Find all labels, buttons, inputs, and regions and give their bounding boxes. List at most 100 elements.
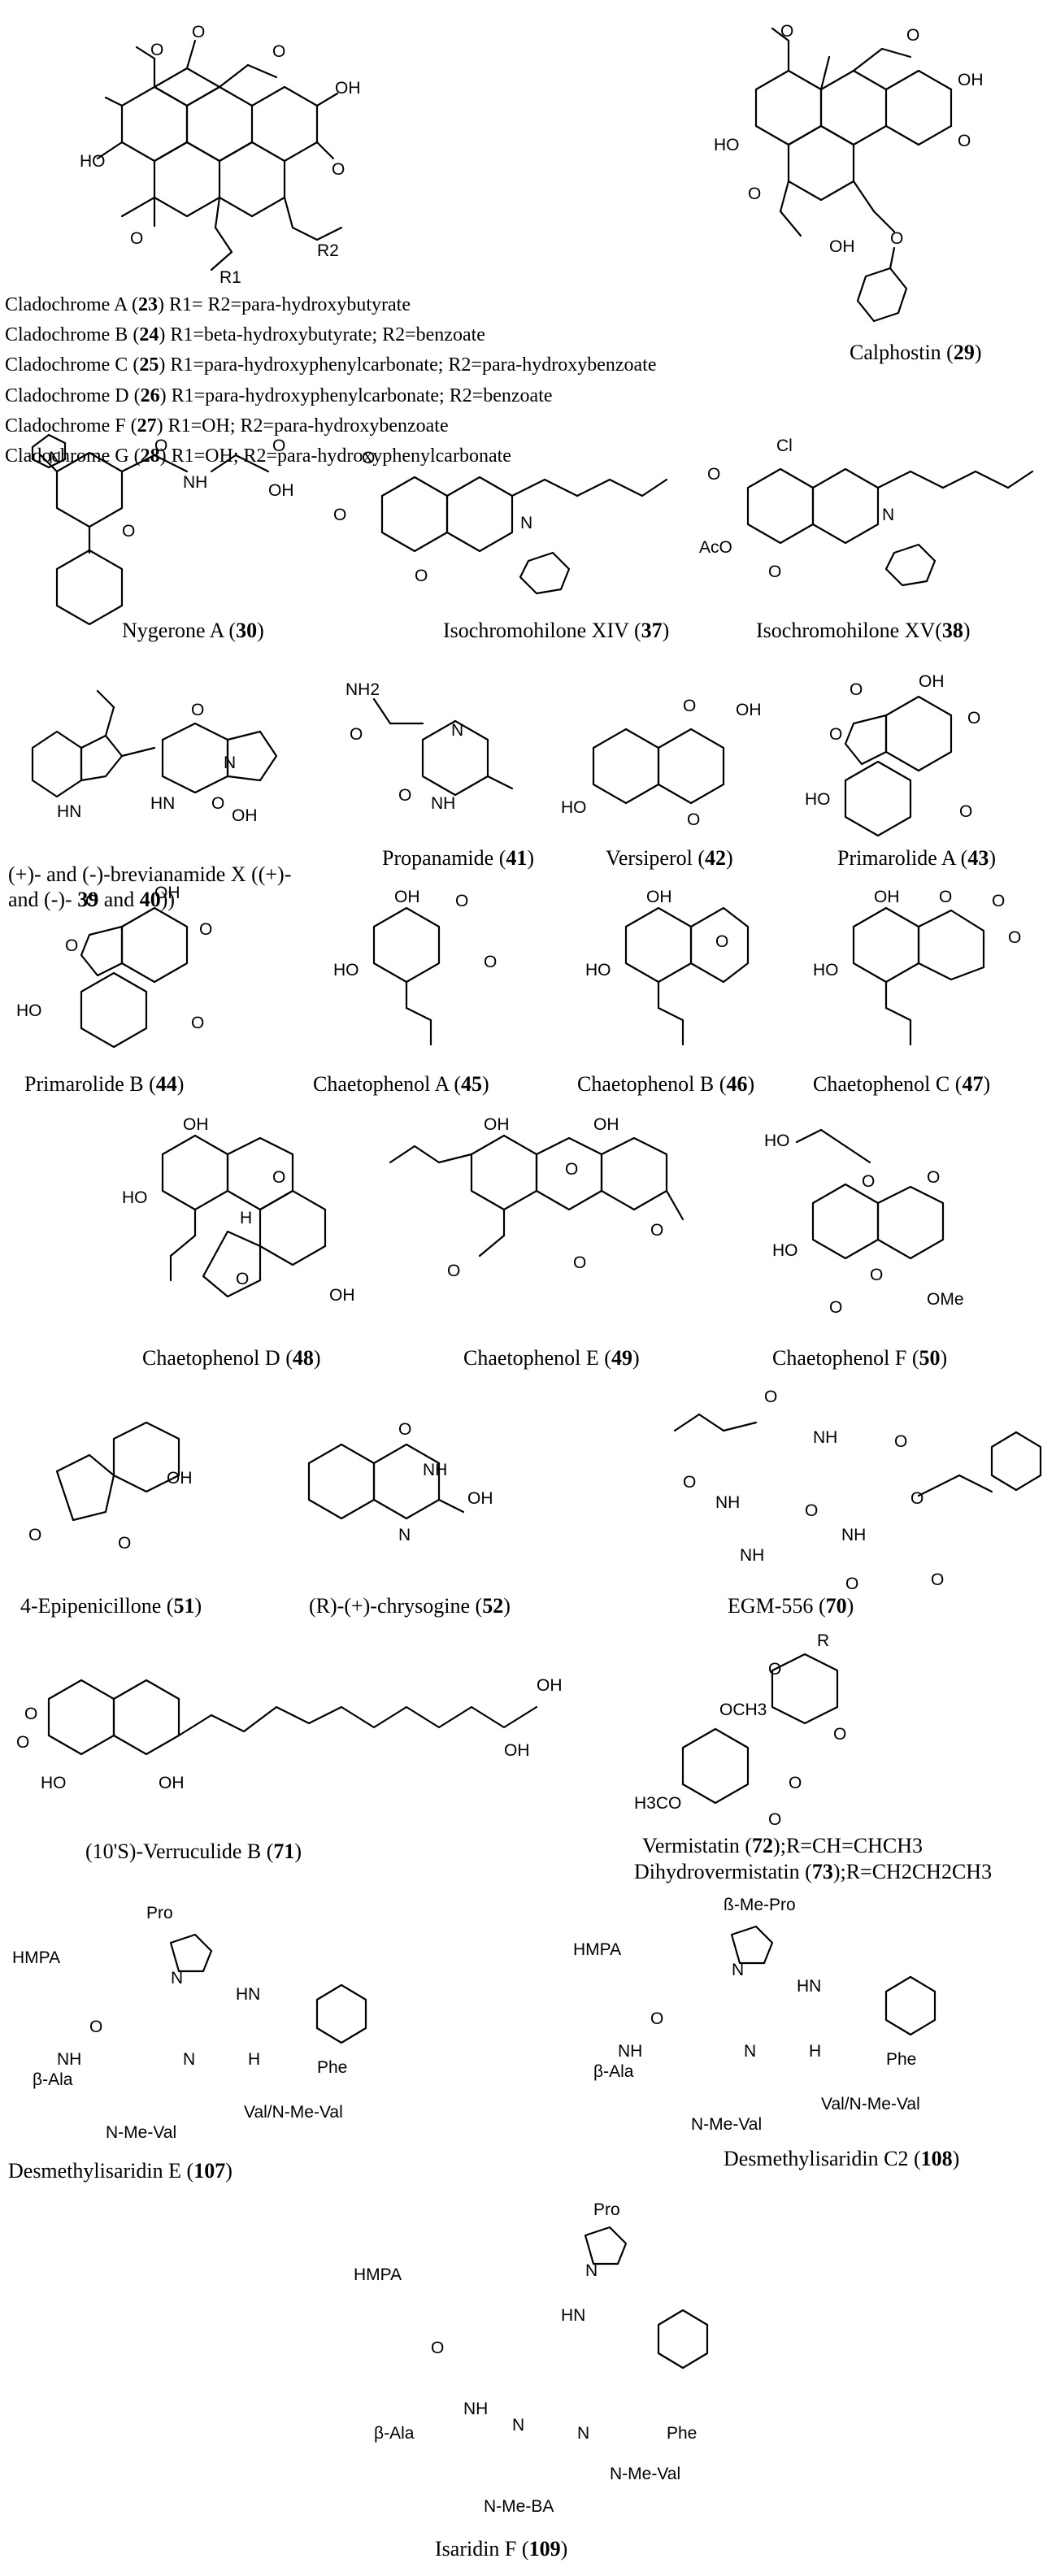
svg-text:HO: HO	[80, 152, 106, 171]
svg-text:NH: NH	[183, 473, 207, 492]
svg-text:OH: OH	[504, 1741, 530, 1760]
svg-text:O: O	[1008, 928, 1021, 947]
svg-text:N: N	[398, 1526, 411, 1544]
svg-text:O: O	[398, 786, 411, 805]
svg-text:H: H	[240, 1209, 252, 1227]
svg-text:O: O	[118, 1534, 131, 1553]
svg-text:N: N	[585, 2261, 598, 2280]
svg-text:O: O	[764, 1388, 777, 1406]
chaetophenol-b-structure: OH O HO	[585, 888, 750, 1046]
svg-text:O: O	[85, 892, 98, 910]
svg-text:Val/N-Me-Val: Val/N-Me-Val	[244, 2103, 343, 2122]
svg-text:O: O	[332, 160, 345, 179]
svg-text:OH: OH	[537, 1676, 563, 1695]
svg-text:Val/N-Me-Val: Val/N-Me-Val	[821, 2095, 920, 2113]
svg-text:ß-Me-Pro: ß-Me-Pro	[724, 1896, 796, 1914]
propanamide-structure: NH2 O N NH O	[345, 680, 514, 813]
isochromohilone-xv-structure: Cl O AcO O N	[699, 437, 1034, 587]
svg-text:HN: HN	[57, 802, 81, 821]
compound-label: Isaridin F (109)	[435, 2537, 568, 2561]
svg-text:O: O	[780, 22, 793, 41]
svg-text:O: O	[130, 229, 143, 248]
primarolide-a-structure: O O OH O HO O	[805, 672, 980, 837]
svg-text:N: N	[451, 721, 463, 740]
svg-text:O: O	[894, 1432, 907, 1451]
svg-text:O: O	[862, 1172, 875, 1191]
svg-text:O: O	[272, 1168, 285, 1187]
cladochrome-structure: O O O HO OH O O R1 R2	[80, 23, 361, 287]
svg-text:O: O	[89, 2018, 102, 2036]
svg-text:HO: HO	[714, 136, 740, 154]
svg-text:HN: HN	[561, 2306, 585, 2325]
svg-text:O: O	[211, 794, 224, 813]
svg-text:OH: OH	[183, 1115, 209, 1134]
compound-label: Versiperol (42)	[606, 846, 733, 870]
svg-text:R2: R2	[317, 241, 339, 260]
cladochrome-entry: Cladochrome A (23) R1= R2=para-hydroxybu…	[5, 294, 411, 315]
compound-label: Vermistatin (72);R=CH=CHCH3	[642, 1834, 923, 1857]
chrysogine-structure: O NH N OH	[307, 1420, 493, 1544]
svg-text:OH: OH	[467, 1489, 493, 1508]
svg-text:O: O	[931, 1570, 944, 1589]
svg-text:O: O	[565, 1160, 578, 1179]
svg-text:O: O	[870, 1266, 883, 1284]
compound-label: Nygerone A (30)	[122, 619, 264, 642]
svg-text:O: O	[484, 953, 497, 971]
svg-text:O: O	[199, 920, 212, 939]
svg-text:OH: OH	[167, 1469, 193, 1488]
svg-text:OH: OH	[646, 888, 672, 906]
svg-text:H3CO: H3CO	[634, 1794, 681, 1813]
compound-label: Isochromohilone XV(38)	[756, 619, 971, 642]
svg-text:Phe: Phe	[886, 2050, 916, 2069]
svg-text:N-Me-BA: N-Me-BA	[484, 2497, 554, 2516]
svg-text:OH: OH	[874, 888, 900, 906]
svg-text:OCH3: OCH3	[719, 1701, 767, 1719]
compound-label: Desmethylisaridin C2 (108)	[724, 2147, 960, 2170]
svg-text:O: O	[122, 522, 135, 541]
cladochrome-entry: Cladochrome C (25) R1=para-hydroxyphenyl…	[5, 354, 657, 376]
nygerone-a-structure: N O NH OHO O	[31, 433, 294, 626]
chaetophenol-e-structure: OH OH O O O O	[389, 1115, 684, 1280]
svg-text:O: O	[272, 42, 285, 61]
compound-label: Primarolide A (43)	[837, 846, 997, 870]
vermistatin-structure: R O O OCH3 H3CO O O	[634, 1631, 846, 1829]
svg-text:N: N	[732, 1961, 744, 1979]
svg-text:O: O	[958, 132, 971, 150]
svg-text:O: O	[192, 23, 205, 41]
compound-label: Propanamide (41)	[382, 846, 535, 870]
epipenicillone-structure: OH O O	[28, 1421, 193, 1553]
compound-label: Desmethylisaridin E (107)	[8, 2159, 232, 2183]
compound-label: Chaetophenol F (50)	[772, 1346, 948, 1370]
svg-text:O: O	[65, 936, 78, 955]
desmethylisaridin-e-structure: Pro HMPA N HN O NH β-Ala N H Phe Val/N-M…	[12, 1904, 367, 2142]
svg-text:O: O	[910, 1489, 923, 1508]
compound-label: EGM-556 (70)	[728, 1594, 854, 1618]
svg-text:O: O	[24, 1705, 37, 1723]
svg-text:O: O	[333, 506, 346, 524]
svg-text:O: O	[398, 1420, 411, 1439]
svg-text:NH: NH	[431, 794, 455, 813]
svg-text:HO: HO	[122, 1188, 148, 1207]
svg-text:OH: OH	[159, 1774, 185, 1792]
compound-label: Chaetophenol C (47)	[813, 1072, 991, 1096]
svg-text:O: O	[768, 563, 781, 581]
svg-text:NH: NH	[813, 1428, 837, 1447]
svg-text:HN: HN	[236, 1985, 260, 2004]
svg-text:HO: HO	[561, 798, 587, 817]
svg-text:R: R	[817, 1631, 829, 1650]
primarolide-b-structure: O O OH O HO O	[16, 884, 212, 1049]
svg-text:O: O	[573, 1253, 586, 1272]
svg-text:O: O	[362, 449, 375, 467]
svg-text:N: N	[520, 514, 532, 532]
svg-text:N: N	[171, 1969, 183, 1987]
svg-text:N-Me-Val: N-Me-Val	[691, 2115, 762, 2134]
svg-text:O: O	[415, 567, 428, 585]
chaetophenol-d-structure: OH HO O O H OH	[122, 1115, 355, 1305]
compound-label: Chaetophenol B (46)	[577, 1072, 755, 1096]
svg-text:N: N	[744, 2042, 756, 2061]
svg-text:OH: OH	[593, 1115, 619, 1134]
svg-text:H: H	[248, 2050, 260, 2069]
cladochrome-list: Cladochrome A (23) R1= R2=para-hydroxybu…	[5, 290, 657, 471]
svg-text:OH: OH	[736, 701, 762, 719]
svg-text:O: O	[906, 26, 919, 45]
